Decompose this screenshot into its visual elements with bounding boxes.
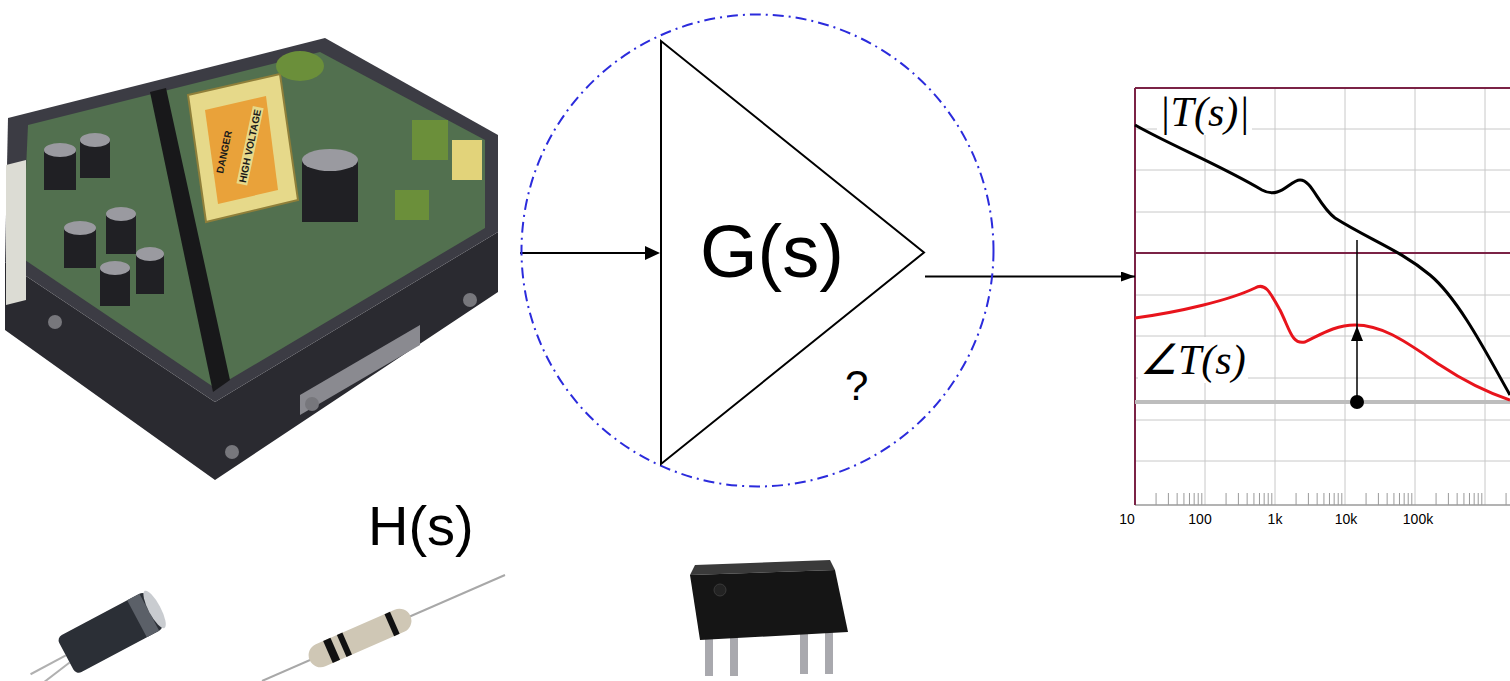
bode-plot-graphics bbox=[1135, 88, 1510, 505]
resistor-picture bbox=[262, 575, 505, 681]
signal-arrow bbox=[925, 276, 1135, 278]
axis-tick-label: 10k bbox=[1335, 512, 1358, 527]
gain-block-triangle: G(s) bbox=[660, 40, 925, 465]
phase-label: ∠T(s) bbox=[1138, 337, 1248, 383]
optocoupler-picture bbox=[690, 560, 848, 676]
unknown-mark: ? bbox=[845, 363, 868, 409]
axis-tick-label: 100 bbox=[1188, 512, 1211, 527]
power-supply-picture bbox=[5, 38, 498, 480]
capacitor-picture bbox=[21, 588, 170, 681]
axis-tick-label: 100k bbox=[1403, 512, 1433, 527]
magnitude-label: |T(s)| bbox=[1157, 89, 1252, 135]
input-arrow bbox=[520, 246, 660, 260]
warning-text: DANGER bbox=[214, 128, 235, 177]
bode-plot-panel: |T(s)| ∠T(s) bbox=[1135, 88, 1510, 506]
transfer-function: G(s) bbox=[700, 211, 844, 292]
plant-transfer-function: H(s) bbox=[368, 495, 474, 557]
axis-tick-label: 1k bbox=[1268, 512, 1283, 527]
system-boundary-circle: ? G(s) bbox=[520, 13, 995, 488]
axis-tick-label: 10 bbox=[1119, 512, 1135, 527]
warning-text: HIGH VOLTAGE bbox=[236, 106, 263, 185]
